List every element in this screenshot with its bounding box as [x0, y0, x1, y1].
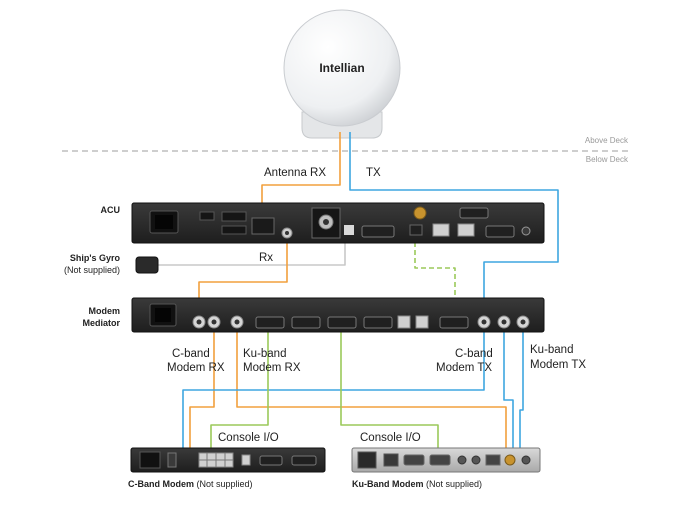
- console-io-cable-1: [210, 328, 269, 450]
- c-band-tx-label-2: Modem TX: [436, 362, 492, 374]
- ku-band-tx-cable-2: [519, 328, 524, 450]
- below-deck-label: Below Deck: [586, 155, 629, 164]
- c-band-rx-label-2: Modem RX: [167, 362, 225, 374]
- rx-label: Rx: [259, 252, 273, 264]
- ku-band-tx-label-1: Ku-band: [530, 344, 573, 356]
- c-band-modem-name: C-Band Modem: [128, 479, 194, 489]
- antenna-radome: Intellian: [283, 9, 401, 139]
- c-band-tx-label-1: C-band: [455, 348, 493, 360]
- above-deck-label: Above Deck: [585, 136, 629, 145]
- c-band-modem-note: (Not supplied): [197, 479, 253, 489]
- antenna-tx-cable: [349, 132, 559, 316]
- ships-gyro-device: [135, 256, 159, 274]
- c-band-rx-label-1: C-band: [172, 348, 210, 360]
- c-band-rx-cable: [189, 328, 215, 450]
- gyro-note: (Not supplied): [64, 265, 120, 275]
- gyro-label: Ship's Gyro: [70, 253, 121, 263]
- ku-band-rx-label-1: Ku-band: [243, 348, 286, 360]
- antenna-rx-label: Antenna RX: [264, 167, 326, 179]
- ku-band-rx-cable: [236, 328, 507, 450]
- mediator-label-line2: Mediator: [82, 318, 120, 328]
- c-band-modem-caption: C-Band Modem (Not supplied): [128, 479, 253, 489]
- acu-label: ACU: [101, 205, 121, 215]
- modem-mediator-unit: [131, 297, 545, 333]
- c-band-tx-cable: [182, 328, 485, 450]
- cables: [158, 132, 559, 450]
- console-io-label-2: Console I/O: [360, 432, 421, 444]
- mediator-label-line1: Modem: [89, 306, 121, 316]
- ku-band-rx-label-2: Modem RX: [243, 362, 301, 374]
- c-band-modem-unit: [130, 447, 326, 473]
- ku-band-modem-unit: [351, 447, 541, 473]
- antenna-brand-label: Intellian: [319, 61, 364, 75]
- ku-band-tx-cable: [503, 328, 514, 450]
- ku-band-modem-note: (Not supplied): [426, 479, 482, 489]
- ku-band-modem-name: Ku-Band Modem: [352, 479, 424, 489]
- acu-unit: [131, 202, 545, 244]
- ku-band-modem-caption: Ku-Band Modem (Not supplied): [352, 479, 482, 489]
- console-io-label-1: Console I/O: [218, 432, 279, 444]
- console-io-cable-2: [340, 328, 439, 450]
- tx-label: TX: [366, 167, 381, 179]
- ku-band-tx-label-2: Modem TX: [530, 359, 586, 371]
